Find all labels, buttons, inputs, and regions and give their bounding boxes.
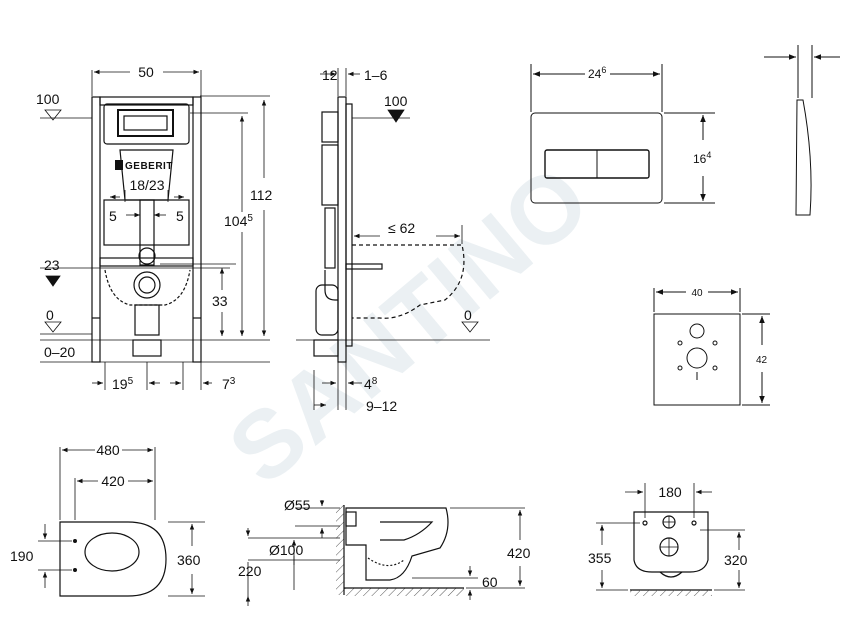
label-side-12: 12 [322, 67, 338, 83]
mounting-plate-labels: 40 42 [691, 288, 767, 366]
label-plate-width: 246 [588, 65, 606, 81]
side-dimension-labels: 12 1–6 100 ≤ 62 0 48 9–12 [322, 67, 472, 414]
bowl-side-labels: Ø55 Ø100 220 420 60 [238, 497, 531, 590]
bowl-back-labels: 180 355 320 [588, 484, 748, 568]
bowl-top-view [38, 447, 205, 597]
label-projection: ≤ 62 [388, 220, 415, 236]
label-back-355: 355 [588, 550, 612, 566]
label-offset-right: 5 [176, 208, 184, 224]
flush-plate-drawing [530, 45, 840, 216]
flush-plate-labels: 246 164 [588, 65, 711, 166]
label-bottom-right: 73 [222, 376, 236, 392]
label-mount-width: 40 [691, 288, 703, 299]
label-offset-left: 5 [109, 208, 117, 224]
label-height-104: 1045 [224, 213, 253, 229]
label-rim-60: 60 [482, 574, 498, 590]
label-bottom-left: 195 [112, 376, 134, 392]
label-inlet-dia: Ø100 [269, 542, 303, 558]
label-back-180: 180 [658, 484, 682, 500]
label-width-50: 50 [138, 64, 154, 80]
label-mount-220: 220 [238, 563, 262, 579]
label-side-height-420: 420 [507, 545, 531, 561]
label-bowl-480: 480 [96, 442, 120, 458]
bowl-back-view [596, 483, 745, 596]
label-side-100: 100 [384, 93, 408, 109]
label-floor-range: 0–20 [44, 344, 75, 360]
label-outlet-33: 33 [212, 293, 228, 309]
label-side-depth-a: 48 [364, 376, 378, 392]
label-back-320: 320 [724, 552, 748, 568]
label-side-1-6: 1–6 [364, 67, 388, 83]
label-bowl-420: 420 [101, 473, 125, 489]
label-level-100: 100 [36, 91, 60, 107]
brand-label: GEBERIT [125, 161, 173, 172]
side-dimension-lines [313, 68, 479, 410]
label-side-depth-b: 9–12 [366, 398, 397, 414]
label-level-23: 23 [44, 257, 60, 273]
bowl-top-labels: 480 420 360 190 [10, 442, 201, 568]
label-outlet-dia: Ø55 [284, 497, 311, 513]
label-flush-18-23: 18/23 [129, 177, 164, 193]
label-bowl-360: 360 [177, 552, 201, 568]
label-floor-0: 0 [46, 307, 54, 323]
bowl-side-view [245, 500, 525, 606]
label-plate-height: 164 [693, 150, 711, 166]
geberit-logo: GEBERIT [115, 160, 173, 172]
label-height-112: 112 [250, 187, 273, 203]
front-dimension-labels: 50 100 112 1045 18/23 5 5 23 33 0 0–20 1… [36, 64, 273, 392]
frame-front-view [40, 96, 270, 363]
mounting-plate-drawing [653, 288, 770, 406]
label-bowl-190: 190 [10, 548, 34, 564]
label-mount-height: 42 [756, 355, 768, 366]
front-dimension-lines [40, 69, 270, 390]
frame-side-view [296, 96, 490, 363]
label-side-floor: 0 [464, 307, 472, 323]
